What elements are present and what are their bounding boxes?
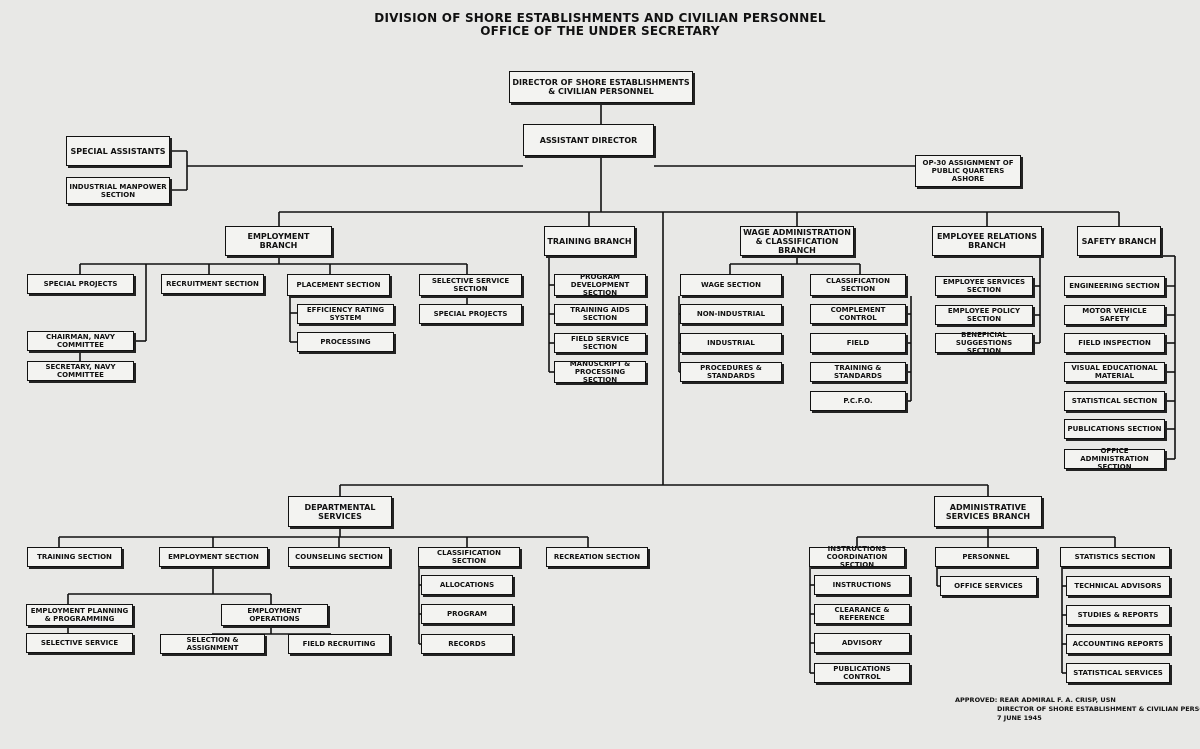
efficiency-rating-box: EFFICIENCY RATING SYSTEM — [297, 304, 394, 324]
selection-assignment-box: SELECTION & ASSIGNMENT — [160, 634, 265, 654]
program-development-box: PROGRAM DEVELOPMENT SECTION — [554, 273, 646, 297]
field-service-box: FIELD SERVICE SECTION — [554, 333, 646, 353]
records-box: RECORDS — [421, 634, 513, 654]
employment-branch-box: EMPLOYMENT BRANCH — [225, 226, 332, 256]
industrial-box: INDUSTRIAL — [680, 333, 782, 353]
chart-title-line1: DIVISION OF SHORE ESTABLISHMENTS AND CIV… — [374, 11, 826, 25]
office-services-box: OFFICE SERVICES — [940, 576, 1037, 596]
publications-control-box: PUBLICATIONS CONTROL — [814, 663, 910, 683]
employee-relations-branch-box: EMPLOYEE RELATIONS BRANCH — [932, 226, 1042, 256]
chart-title-line2: OFFICE OF THE UNDER SECRETARY — [480, 24, 720, 38]
employee-policy-box: EMPLOYEE POLICY SECTION — [935, 305, 1033, 325]
secretary-navy-box: SECRETARY, NAVY COMMITTEE — [27, 361, 134, 381]
accounting-reports-box: ACCOUNTING REPORTS — [1066, 634, 1170, 654]
chart-title: DIVISION OF SHORE ESTABLISHMENTS AND CIV… — [0, 12, 1200, 38]
classification-section-box: CLASSIFICATION SECTION — [810, 274, 906, 296]
op30-box: OP-30 ASSIGNMENT OF PUBLIC QUARTERS ASHO… — [915, 155, 1021, 187]
approval-note: APPROVED: REAR ADMIRAL F. A. CRISP, USN … — [955, 696, 1200, 723]
personnel-box: PERSONNEL — [935, 547, 1037, 567]
allocations-box: ALLOCATIONS — [421, 575, 513, 595]
beneficial-suggestions-box: BENEFICIAL SUGGESTIONS SECTION — [935, 331, 1033, 355]
engineering-section-box: ENGINEERING SECTION — [1064, 276, 1165, 296]
employee-services-box: EMPLOYEE SERVICES SECTION — [935, 276, 1033, 296]
publications-section-box: PUBLICATIONS SECTION — [1064, 419, 1165, 439]
special-projects-2-box: SPECIAL PROJECTS — [419, 304, 522, 324]
statistical-services-box: STATISTICAL SERVICES — [1066, 663, 1170, 683]
recreation-section-box: RECREATION SECTION — [546, 547, 648, 567]
departmental-services-box: DEPARTMENTAL SERVICES — [288, 496, 392, 527]
counseling-section-box: COUNSELING SECTION — [288, 547, 390, 567]
wage-branch-box: WAGE ADMINISTRATION & CLASSIFICATION BRA… — [740, 226, 854, 256]
manuscript-processing-box: MANUSCRIPT & PROCESSING SECTION — [554, 360, 646, 384]
classification-section-2-box: CLASSIFICATION SECTION — [418, 547, 520, 567]
non-industrial-box: NON-INDUSTRIAL — [680, 304, 782, 324]
assistant-director-box: ASSISTANT DIRECTOR — [523, 124, 654, 156]
approval-line2: DIRECTOR OF SHORE ESTABLISHMENT & CIVILI… — [997, 705, 1200, 713]
instructions-coordination-box: INSTRUCTIONS COORDINATION SECTION — [809, 545, 905, 569]
special-projects-box: SPECIAL PROJECTS — [27, 274, 134, 294]
field-inspection-box: FIELD INSPECTION — [1064, 333, 1165, 353]
office-administration-box: OFFICE ADMINISTRATION SECTION — [1064, 447, 1165, 471]
wage-section-box: WAGE SECTION — [680, 274, 782, 296]
studies-reports-box: STUDIES & REPORTS — [1066, 605, 1170, 625]
training-branch-box: TRAINING BRANCH — [544, 226, 635, 256]
selective-service-section-box: SELECTIVE SERVICE SECTION — [419, 274, 522, 296]
processing-box: PROCESSING — [297, 332, 394, 352]
statistics-section-box: STATISTICS SECTION — [1060, 547, 1170, 567]
placement-section-box: PLACEMENT SECTION — [287, 274, 390, 296]
approval-line1: APPROVED: REAR ADMIRAL F. A. CRISP, USN — [955, 696, 1116, 704]
complement-control-box: COMPLEMENT CONTROL — [810, 304, 906, 324]
employment-planning-box: EMPLOYMENT PLANNING & PROGRAMMING — [26, 604, 133, 626]
selective-service-box: SELECTIVE SERVICE — [26, 633, 133, 653]
special-assistants-box: SPECIAL ASSISTANTS — [66, 136, 170, 166]
motor-vehicle-safety-box: MOTOR VEHICLE SAFETY — [1064, 305, 1165, 325]
clearance-reference-box: CLEARANCE & REFERENCE — [814, 604, 910, 624]
advisory-box: ADVISORY — [814, 633, 910, 653]
instructions-box: INSTRUCTIONS — [814, 575, 910, 595]
field-recruiting-box: FIELD RECRUITING — [288, 634, 390, 654]
program-box: PROGRAM — [421, 604, 513, 624]
employment-section-box: EMPLOYMENT SECTION — [159, 547, 268, 567]
chairman-navy-box: CHAIRMAN, NAVY COMMITTEE — [27, 331, 134, 351]
employment-operations-box: EMPLOYMENT OPERATIONS — [221, 604, 328, 626]
procedures-standards-box: PROCEDURES & STANDARDS — [680, 362, 782, 382]
technical-advisors-box: TECHNICAL ADVISORS — [1066, 576, 1170, 596]
director-box: DIRECTOR OF SHORE ESTABLISHMENTS & CIVIL… — [509, 71, 693, 103]
training-standards-box: TRAINING & STANDARDS — [810, 362, 906, 382]
safety-branch-box: SAFETY BRANCH — [1077, 226, 1161, 256]
statistical-section-box: STATISTICAL SECTION — [1064, 391, 1165, 411]
training-section-box: TRAINING SECTION — [27, 547, 122, 567]
pcfo-box: P.C.F.O. — [810, 391, 906, 411]
industrial-manpower-box: INDUSTRIAL MANPOWER SECTION — [66, 177, 170, 204]
field-box: FIELD — [810, 333, 906, 353]
recruitment-section-box: RECRUITMENT SECTION — [161, 274, 264, 294]
visual-educational-box: VISUAL EDUCATIONAL MATERIAL — [1064, 362, 1165, 382]
approval-line3: 7 JUNE 1945 — [997, 714, 1042, 722]
administrative-services-box: ADMINISTRATIVE SERVICES BRANCH — [934, 496, 1042, 527]
training-aids-box: TRAINING AIDS SECTION — [554, 304, 646, 324]
